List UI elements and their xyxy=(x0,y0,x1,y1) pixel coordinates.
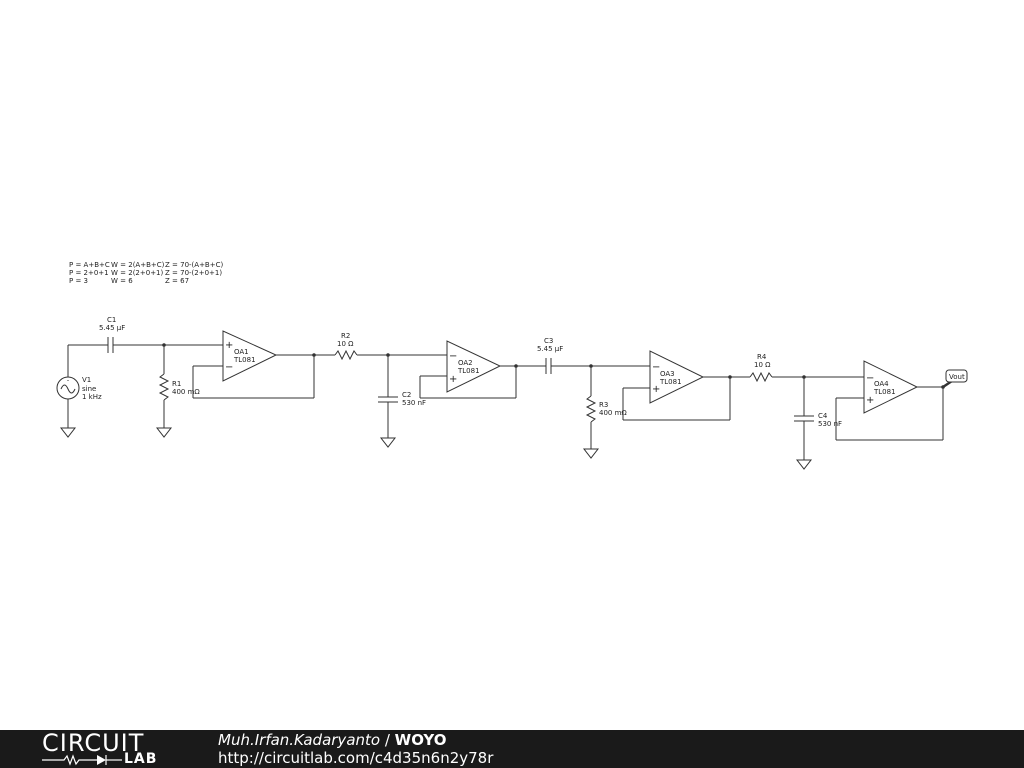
capacitor-c1[interactable]: C1 5.45 µF xyxy=(68,316,164,353)
ground-symbol-c2 xyxy=(379,437,397,448)
resistor-r4[interactable]: R4 10 Ω xyxy=(730,353,804,383)
oa3-minus: − xyxy=(652,362,660,373)
oa2-minus: − xyxy=(449,351,457,362)
r2-value: 10 Ω xyxy=(337,340,354,348)
footer-bar: CIRCUIT LAB Muh.Irfan.Kadaryanto / WOYO … xyxy=(0,730,1024,768)
oa1-part: TL081 xyxy=(233,356,256,364)
equation-p-1: P = A+B+C xyxy=(69,261,110,269)
c4-value: 530 nF xyxy=(818,420,842,428)
c2-name: C2 xyxy=(402,391,411,399)
vout-label[interactable]: Vout xyxy=(942,369,968,389)
logo-text-top: CIRCUIT xyxy=(42,729,145,757)
author-separator: / xyxy=(380,731,395,749)
oa2-part: TL081 xyxy=(457,367,480,375)
ground-symbol-r1 xyxy=(155,427,173,438)
v1-type: sine xyxy=(82,385,96,393)
equation-z-3: Z = 67 xyxy=(165,277,189,285)
logo-text-bottom: LAB xyxy=(124,751,158,767)
ground-symbol-v1 xyxy=(59,427,77,438)
v1-freq: 1 kHz xyxy=(82,393,102,401)
equation-z-1: Z = 70-(A+B+C) xyxy=(165,261,223,269)
oa4-part: TL081 xyxy=(873,388,896,396)
equation-z-2: Z = 70-(2+0+1) xyxy=(165,269,222,277)
equation-p-2: P = 2+0+1 xyxy=(69,269,109,277)
opamp-oa4[interactable]: − + OA4 TL081 xyxy=(804,360,944,441)
resistor-r2[interactable]: R2 10 Ω xyxy=(314,332,388,361)
r4-name: R4 xyxy=(757,353,767,361)
equation-w-3: W = 6 xyxy=(111,277,133,285)
project-url-link[interactable]: http://circuitlab.com/c4d35n6n2y78r xyxy=(218,749,494,767)
author-name[interactable]: Muh.Irfan.Kadaryanto xyxy=(218,731,381,749)
project-name[interactable]: WOYO xyxy=(394,731,447,749)
oa2-plus: + xyxy=(449,374,457,385)
v1-name: V1 xyxy=(82,376,91,384)
c2-value: 530 nF xyxy=(402,399,426,407)
equation-w-1: W = 2(A+B+C) xyxy=(111,261,165,269)
logo-wave-icon xyxy=(42,754,122,766)
circuitlab-logo[interactable]: CIRCUIT LAB xyxy=(42,730,182,768)
equation-w-2: W = 2(2+0+1) xyxy=(111,269,164,277)
ground-symbol-r3 xyxy=(582,448,600,459)
opamp-oa3[interactable]: − + OA3 TL081 xyxy=(591,350,731,421)
c3-value: 5.45 µF xyxy=(537,345,563,353)
vout-text: Vout xyxy=(949,373,965,381)
opamp-oa2[interactable]: − + OA2 TL081 xyxy=(388,340,517,399)
circuit-schematic: P = A+B+C W = 2(A+B+C) Z = 70-(A+B+C) P … xyxy=(56,261,968,470)
capacitor-c3[interactable]: C3 5.45 µF xyxy=(516,337,591,374)
oa3-part: TL081 xyxy=(659,378,682,386)
c1-name: C1 xyxy=(107,316,116,324)
oa2-name: OA2 xyxy=(458,359,473,367)
r4-value: 10 Ω xyxy=(754,361,771,369)
footer-author-line: Muh.Irfan.Kadaryanto / WOYO xyxy=(218,731,447,749)
oa1-name: OA1 xyxy=(234,348,249,356)
oa3-name: OA3 xyxy=(660,370,675,378)
resistor-r3[interactable]: R3 400 mΩ xyxy=(585,366,627,449)
voltage-source-v1[interactable]: V1 sine 1 kHz xyxy=(56,345,102,428)
r3-value: 400 mΩ xyxy=(599,409,627,417)
r1-name: R1 xyxy=(172,380,181,388)
c4-name: C4 xyxy=(818,412,828,420)
c1-value: 5.45 µF xyxy=(99,324,125,332)
r2-name: R2 xyxy=(341,332,350,340)
oa1-minus: − xyxy=(225,362,233,373)
r3-name: R3 xyxy=(599,401,608,409)
oa1-plus: + xyxy=(225,340,233,351)
oa4-plus: + xyxy=(866,395,874,406)
opamp-oa1[interactable]: + − OA1 TL081 xyxy=(164,330,315,399)
capacitor-c4[interactable]: C4 530 nF xyxy=(794,377,842,460)
oa4-minus: − xyxy=(866,373,874,384)
equation-block: P = A+B+C W = 2(A+B+C) Z = 70-(A+B+C) P … xyxy=(69,261,223,285)
oa3-plus: + xyxy=(652,384,660,395)
equation-p-3: P = 3 xyxy=(69,277,88,285)
capacitor-c2[interactable]: C2 530 nF xyxy=(378,355,426,438)
r1-value: 400 mΩ xyxy=(172,388,200,396)
ground-symbol-c4 xyxy=(795,459,813,470)
resistor-r1[interactable]: R1 400 mΩ xyxy=(158,345,200,428)
c3-name: C3 xyxy=(544,337,553,345)
oa4-name: OA4 xyxy=(874,380,889,388)
